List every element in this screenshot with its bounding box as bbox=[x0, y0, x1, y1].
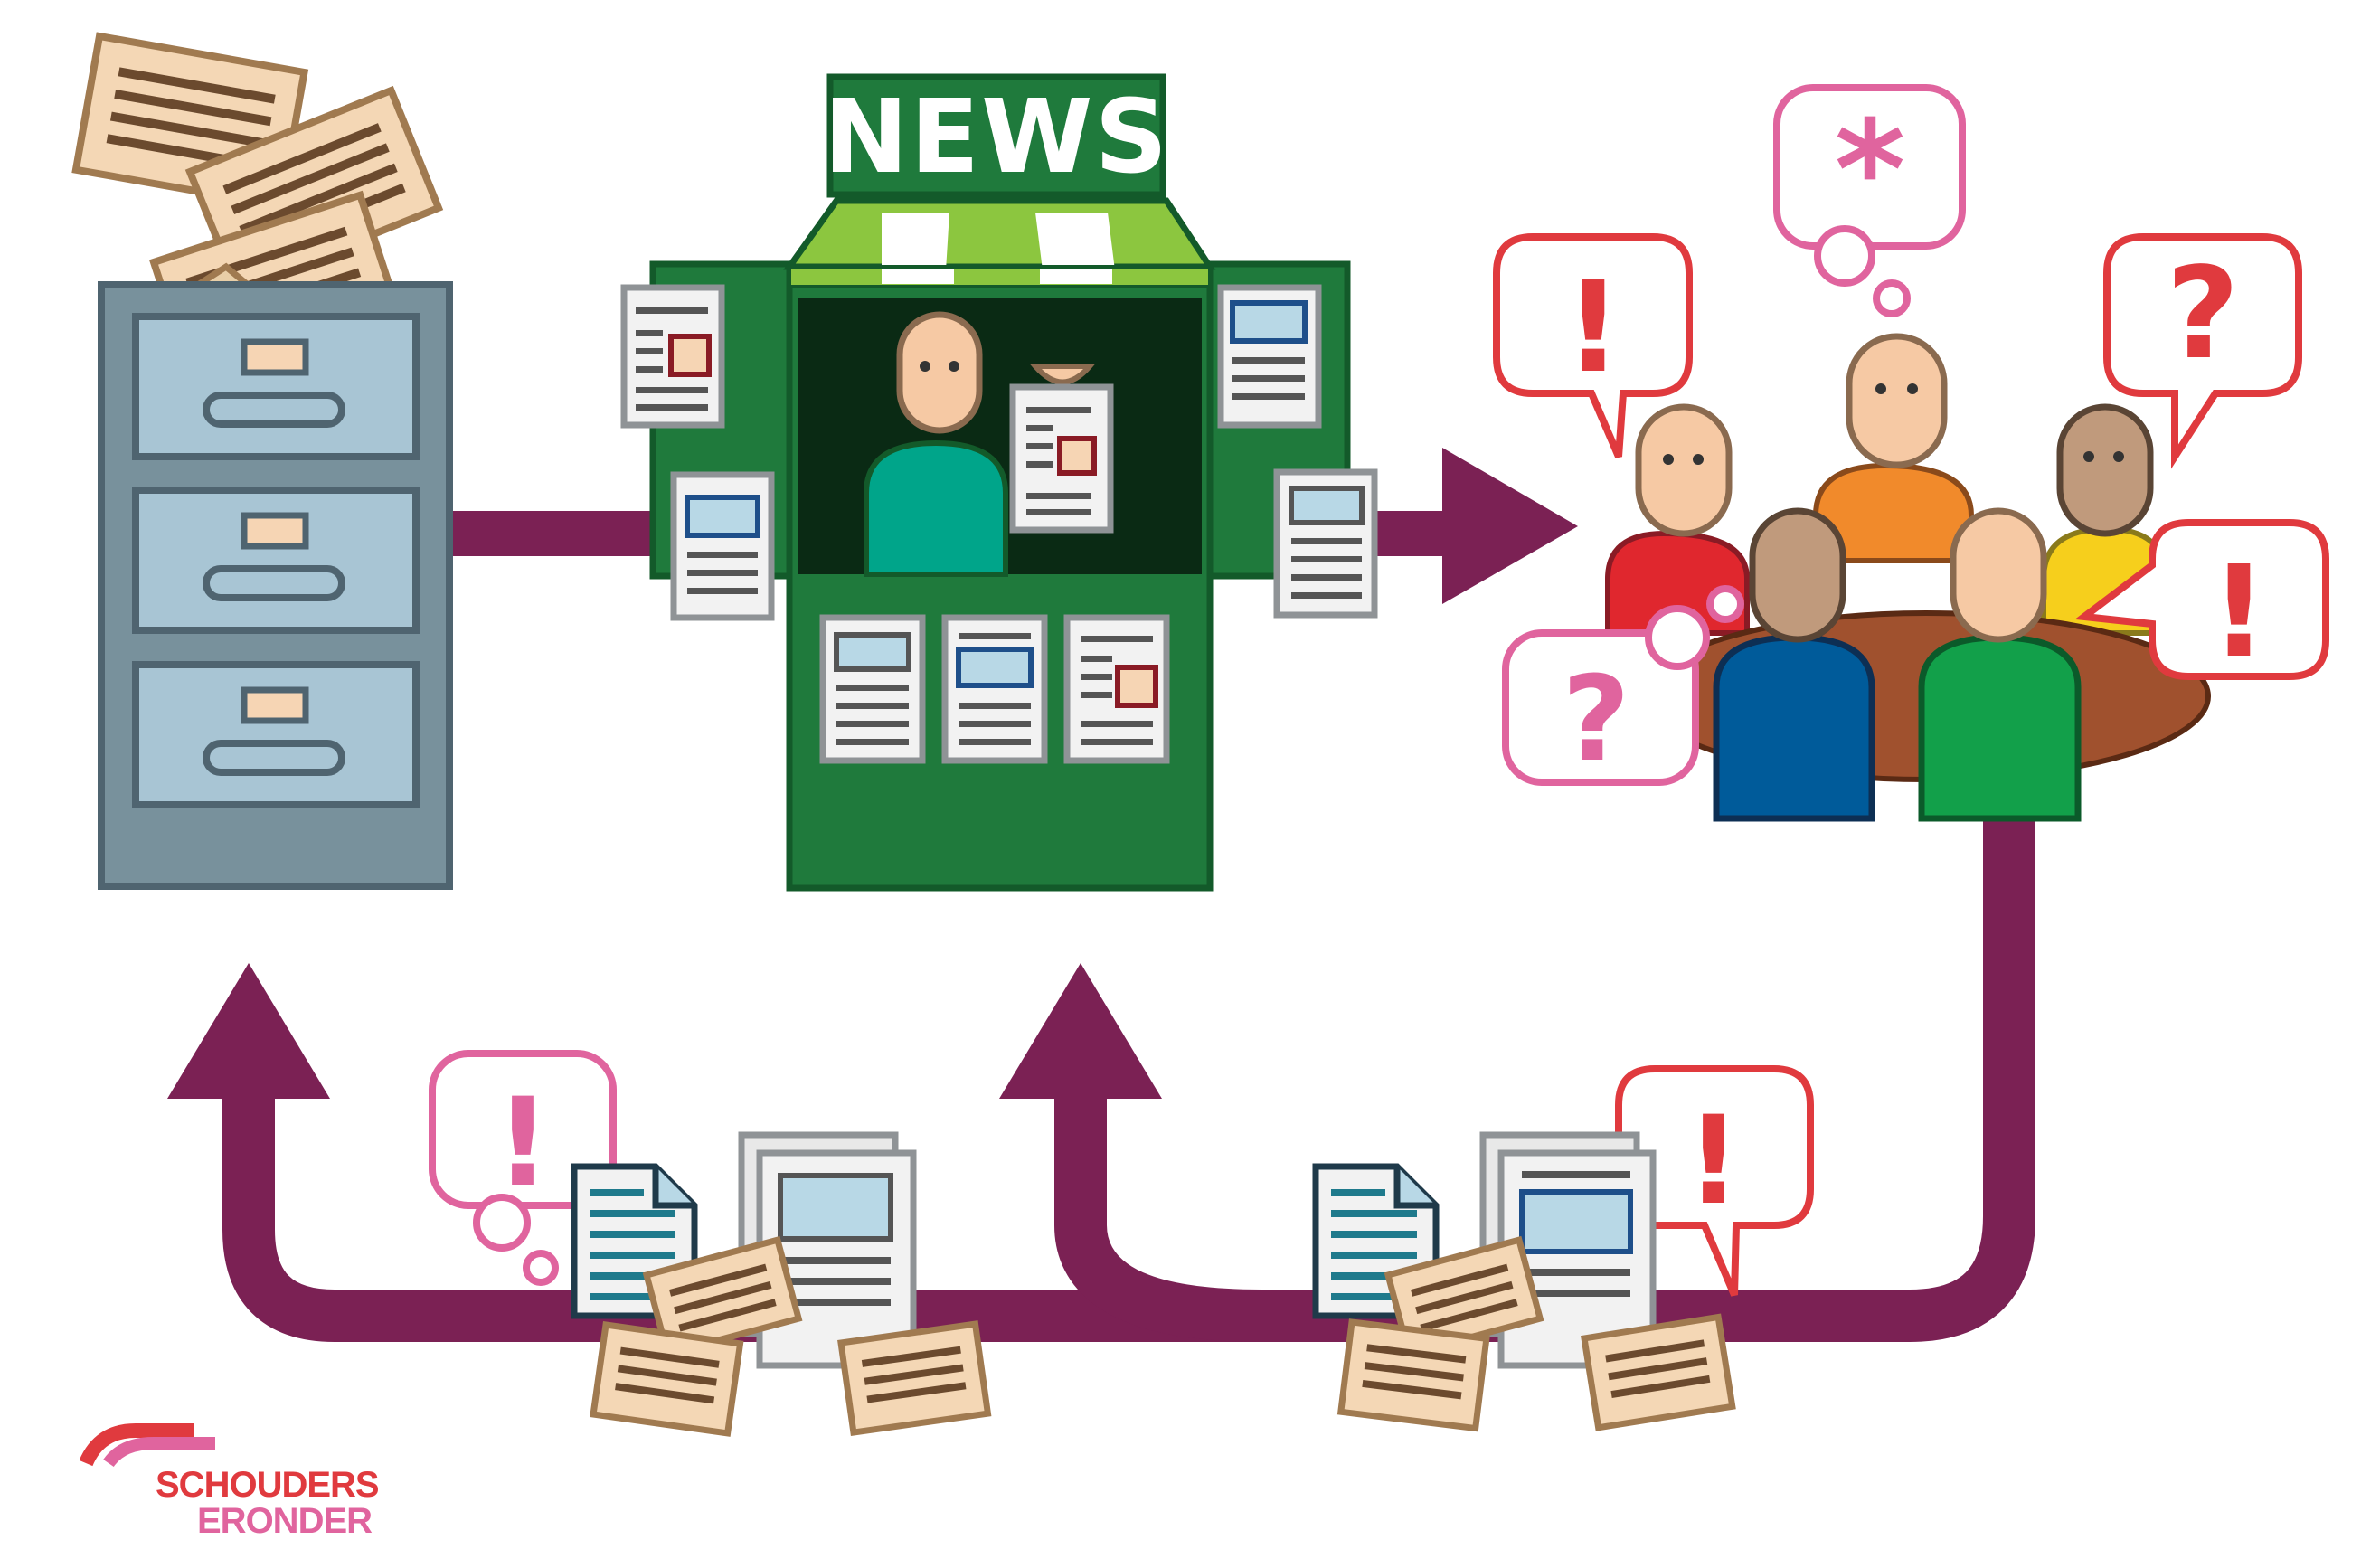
news-kiosk: NEWS bbox=[620, 73, 1378, 892]
logo-line1: SCHOUDERS bbox=[156, 1465, 379, 1505]
paper-note bbox=[1336, 1318, 1490, 1432]
paper-note bbox=[1384, 1235, 1544, 1358]
kiosk-newspaper bbox=[1063, 614, 1170, 764]
exclaim-symbol: ! bbox=[1686, 1090, 1742, 1232]
paper-note bbox=[590, 1321, 744, 1437]
person bbox=[1813, 333, 1974, 563]
question-symbol: ? bbox=[2166, 241, 2239, 388]
news-vendor bbox=[864, 311, 1096, 577]
speech-bubble-exclaim: ! bbox=[2074, 519, 2329, 686]
speech-bubble-star: * bbox=[1773, 84, 1966, 317]
kiosk-newspaper bbox=[819, 614, 926, 764]
person bbox=[1918, 507, 2082, 822]
kiosk-newspaper bbox=[670, 471, 775, 621]
kiosk-newspaper bbox=[1273, 468, 1378, 619]
arrow-top-head bbox=[1442, 448, 1578, 604]
cabinet-drawer bbox=[132, 487, 420, 634]
document-cluster-left: ! bbox=[429, 1050, 992, 1437]
logo-line2: ERONDER bbox=[197, 1501, 373, 1541]
speech-bubble-exclaim: ! bbox=[1615, 1065, 1814, 1297]
thought-bubble-exclaim: ! bbox=[429, 1050, 617, 1286]
cabinet-drawer bbox=[132, 313, 420, 460]
arrow-head-to-cabinet bbox=[167, 963, 330, 1099]
arrow-head-to-kiosk bbox=[999, 963, 1162, 1099]
kiosk-newspaper bbox=[941, 614, 1048, 764]
people-group bbox=[1605, 333, 2211, 822]
star-symbol: * bbox=[1835, 92, 1905, 250]
cabinet-drawer bbox=[132, 661, 420, 808]
exclaim-symbol: ! bbox=[495, 1072, 551, 1214]
exclaim-symbol: ! bbox=[2210, 539, 2268, 686]
exclaim-symbol: ! bbox=[1564, 254, 1622, 402]
paper-note bbox=[642, 1235, 803, 1358]
arrow-branch-to-kiosk bbox=[1054, 1081, 1262, 1342]
kiosk-newspaper bbox=[620, 284, 725, 429]
news-sign bbox=[826, 73, 1166, 198]
arrow-feedback-loop bbox=[222, 818, 2035, 1342]
document-cluster-right: ! bbox=[1312, 1065, 1814, 1432]
held-newspaper bbox=[1009, 383, 1114, 534]
paper-note bbox=[837, 1320, 992, 1436]
question-symbol: ? bbox=[1562, 650, 1629, 788]
news-sign-text: NEWS bbox=[824, 79, 1169, 196]
paper-note bbox=[1580, 1313, 1736, 1431]
logo: SCHOUDERS ERONDER bbox=[79, 1423, 380, 1541]
cabinet-papers bbox=[71, 32, 444, 362]
thought-bubble-question: ? bbox=[1502, 585, 1744, 788]
filing-cabinet bbox=[71, 32, 453, 890]
kiosk-newspaper bbox=[1217, 284, 1322, 429]
speech-bubble-question: ? bbox=[2103, 233, 2302, 469]
person bbox=[1713, 507, 1875, 822]
speech-bubble-exclaim: ! bbox=[1493, 233, 1693, 458]
